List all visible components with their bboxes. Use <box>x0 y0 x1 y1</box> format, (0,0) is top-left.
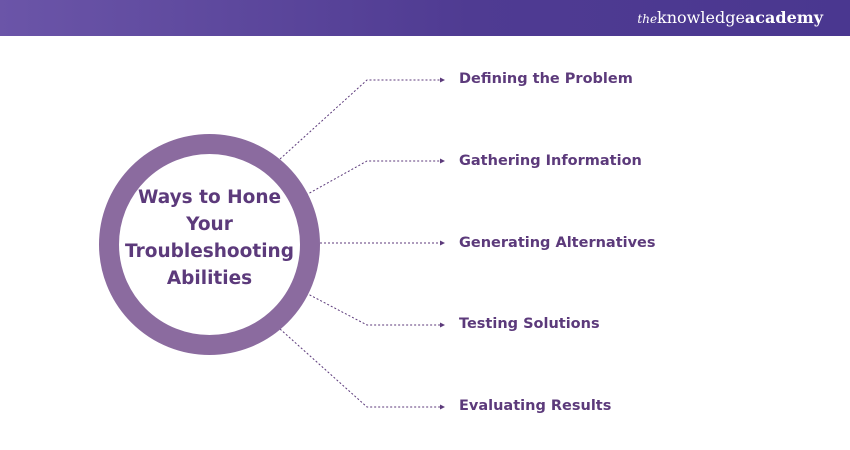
brand-logo: theknowledgeacademy <box>637 7 823 30</box>
connector-testing <box>305 292 440 326</box>
center-circle: Ways to Hone Your Troubleshooting Abilit… <box>99 134 320 355</box>
arrowhead-evaluating <box>440 404 445 410</box>
arrowhead-generating <box>440 240 445 246</box>
header-bar: theknowledgeacademy <box>0 0 850 36</box>
connector-defining <box>279 79 440 160</box>
brand-prefix: the <box>637 12 658 26</box>
connector-evaluating <box>279 328 440 408</box>
item-testing-solutions: Testing Solutions <box>459 316 600 332</box>
brand-word-knowledge: knowledge <box>657 8 745 27</box>
item-defining-the-problem: Defining the Problem <box>459 71 633 87</box>
connector-gathering <box>305 160 440 196</box>
item-evaluating-results: Evaluating Results <box>459 398 612 414</box>
item-generating-alternatives: Generating Alternatives <box>459 235 656 251</box>
arrowhead-defining <box>440 77 445 83</box>
arrowhead-gathering <box>440 158 445 164</box>
arrowhead-testing <box>440 322 445 328</box>
item-gathering-information: Gathering Information <box>459 153 642 169</box>
center-title: Ways to Hone Your Troubleshooting Abilit… <box>125 186 294 289</box>
brand-word-academy: academy <box>744 8 823 27</box>
